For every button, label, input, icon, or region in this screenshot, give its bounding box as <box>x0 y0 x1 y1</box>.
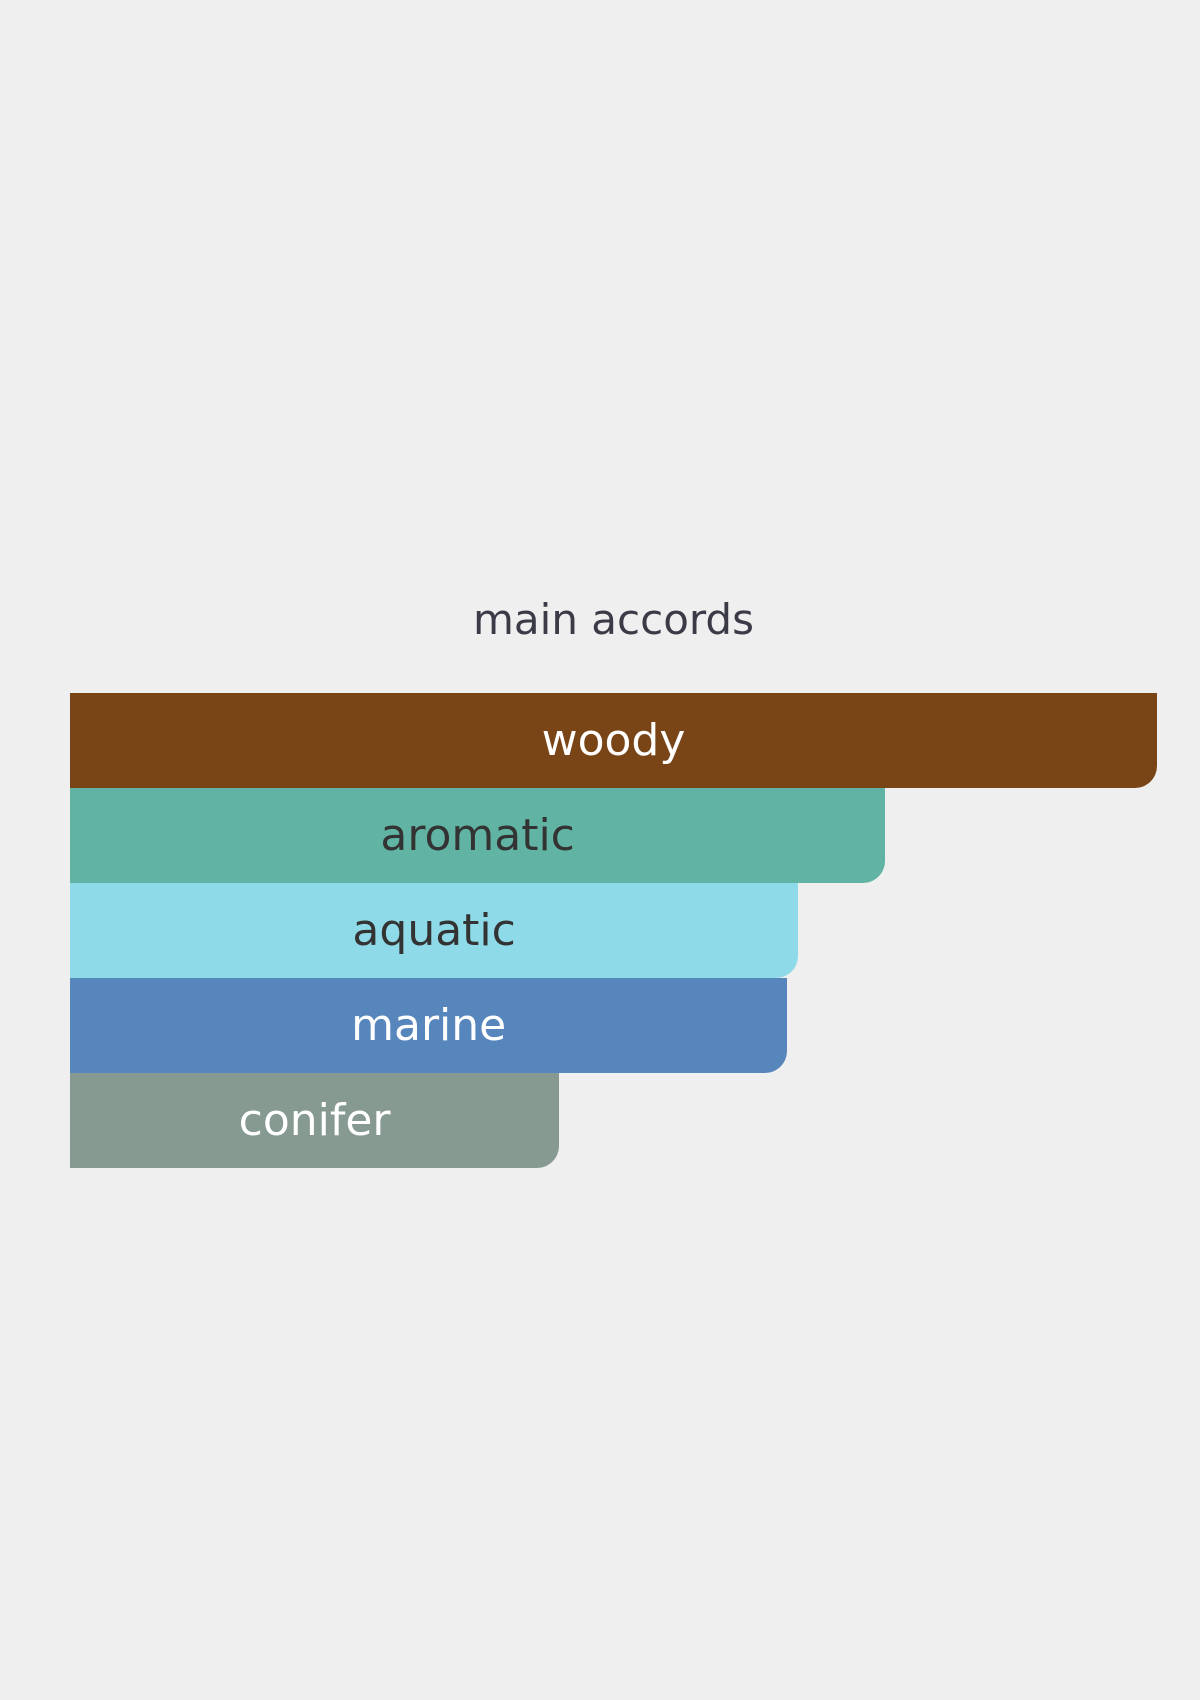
accord-bar-aquatic: aquatic <box>70 883 799 978</box>
accord-label-aquatic: aquatic <box>352 905 516 956</box>
accord-label-marine: marine <box>351 1000 507 1051</box>
chart-title: main accords <box>473 595 754 644</box>
accord-bar-marine: marine <box>70 978 788 1073</box>
accord-label-conifer: conifer <box>238 1095 391 1146</box>
accord-bar-woody: woody <box>70 693 1157 788</box>
accord-bars: woody aromatic aquatic marine conifer <box>70 693 1157 1168</box>
accord-bar-aromatic: aromatic <box>70 788 886 883</box>
accord-label-woody: woody <box>541 715 686 766</box>
accord-label-aromatic: aromatic <box>380 810 575 861</box>
accord-bar-conifer: conifer <box>70 1073 560 1168</box>
